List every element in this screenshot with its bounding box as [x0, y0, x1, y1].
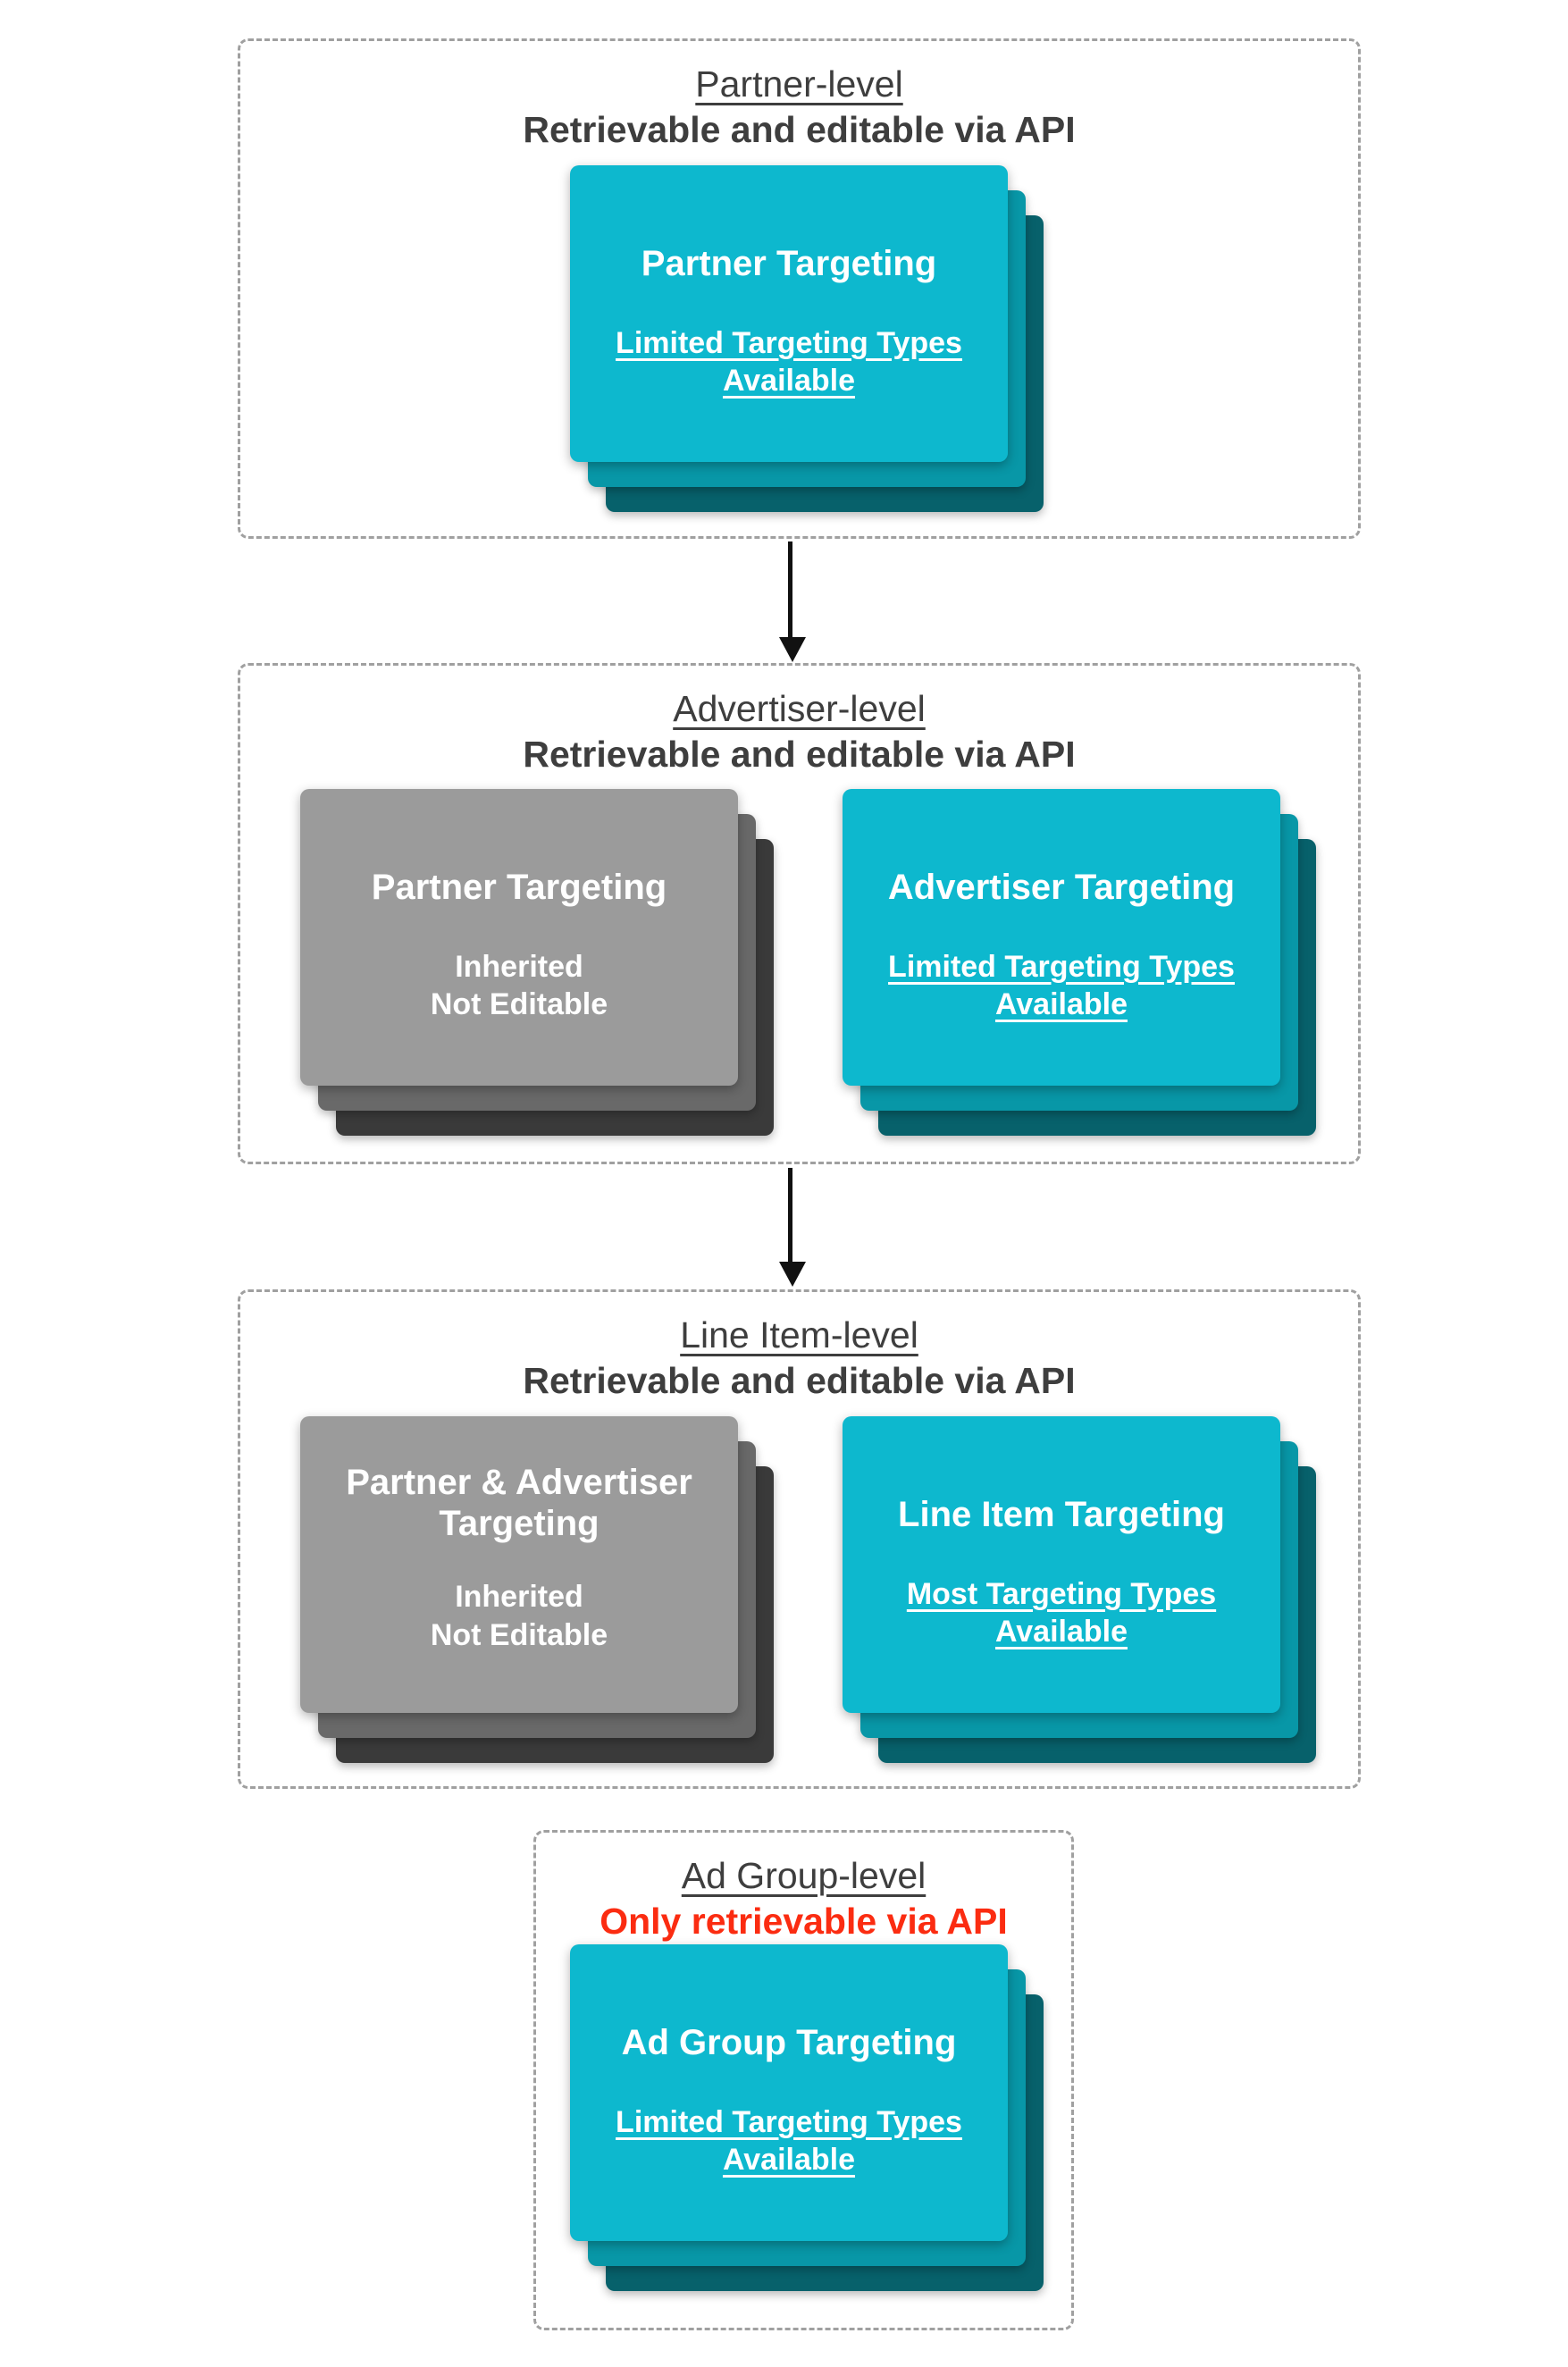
card-partner-targeting: Partner Targeting Limited Targeting Type… — [570, 165, 1044, 512]
card-front: Partner Targeting Inherited Not Editable — [300, 789, 738, 1086]
card-subtitle-line: Available — [994, 1615, 1128, 1649]
card-subtitle: Inherited Not Editable — [300, 948, 738, 1025]
card-advertiser-targeting: Advertiser Targeting Limited Targeting T… — [843, 789, 1316, 1136]
card-title-line: Partner Targeting — [371, 868, 667, 907]
card-subtitle-line: Available — [722, 364, 856, 399]
card-subtitle-line: Available — [722, 2143, 856, 2178]
section-partner-level: Partner-level Retrievable and editable v… — [238, 38, 1361, 539]
section-subtitle: Retrievable and editable via API — [523, 109, 1076, 151]
card-subtitle-line: Limited Targeting Types — [616, 2104, 962, 2139]
section-subtitle: Retrievable and editable via API — [523, 1360, 1076, 1402]
section-title: Partner-level — [695, 63, 903, 105]
card-subtitle-line: Available — [994, 987, 1128, 1022]
card-front: Advertiser Targeting Limited Targeting T… — [843, 789, 1280, 1086]
card-title-line: Advertiser Targeting — [887, 868, 1236, 907]
section-line-item-level: Line Item-level Retrievable and editable… — [238, 1289, 1361, 1789]
section-subtitle: Retrievable and editable via API — [523, 734, 1076, 776]
down-arrow-head-icon — [779, 637, 806, 662]
card-title: Partner Targeting — [300, 789, 738, 909]
card-title-line: Line Item Targeting — [898, 1495, 1225, 1534]
card-title: Partner & Advertiser Targeting — [300, 1416, 738, 1544]
card-front: Ad Group Targeting Limited Targeting Typ… — [570, 1944, 1008, 2241]
card-inherited-partner-targeting: Partner Targeting Inherited Not Editable — [300, 789, 774, 1136]
section-ad-group-level: Ad Group-level Only retrievable via API … — [533, 1830, 1074, 2330]
card-subtitle-line: Inherited — [455, 949, 583, 984]
card-subtitle-line: Most Targeting Types — [906, 1576, 1217, 1611]
card-line-item-targeting: Line Item Targeting Most Targeting Types… — [843, 1416, 1316, 1763]
card-subtitle: Limited Targeting Types Available — [570, 2103, 1008, 2180]
card-subtitle-line: Not Editable — [430, 1618, 608, 1653]
card-front: Partner Targeting Limited Targeting Type… — [570, 165, 1008, 462]
card-title-line: Targeting — [439, 1503, 600, 1543]
card-subtitle-line: Limited Targeting Types — [888, 949, 1235, 984]
card-subtitle-line: Not Editable — [430, 987, 608, 1022]
down-arrow-head-icon — [779, 1262, 806, 1287]
card-subtitle: Inherited Not Editable — [300, 1578, 738, 1655]
card-ad-group-targeting: Ad Group Targeting Limited Targeting Typ… — [570, 1944, 1044, 2291]
card-subtitle-line: Limited Targeting Types — [616, 325, 962, 360]
section-title: Ad Group-level — [681, 1855, 927, 1896]
card-title-line: Partner & Advertiser — [346, 1463, 692, 1502]
section-title: Line Item-level — [680, 1314, 918, 1356]
card-title: Advertiser Targeting — [843, 789, 1280, 909]
card-subtitle: Limited Targeting Types Available — [570, 324, 1008, 401]
down-arrow-icon — [788, 541, 792, 638]
card-front: Line Item Targeting Most Targeting Types… — [843, 1416, 1280, 1713]
section-title: Advertiser-level — [673, 688, 926, 729]
card-title-line: Ad Group Targeting — [621, 2023, 957, 2062]
card-subtitle: Most Targeting Types Available — [843, 1575, 1280, 1652]
card-title: Partner Targeting — [570, 165, 1008, 285]
card-subtitle: Limited Targeting Types Available — [843, 948, 1280, 1025]
card-subtitle-line: Inherited — [455, 1580, 583, 1615]
down-arrow-icon — [788, 1168, 792, 1263]
card-inherited-partner-advertiser-targeting: Partner & Advertiser Targeting Inherited… — [300, 1416, 774, 1763]
card-title-line: Partner Targeting — [641, 244, 937, 283]
section-subtitle-warning: Only retrievable via API — [600, 1901, 1008, 1943]
card-title: Ad Group Targeting — [570, 1944, 1008, 2064]
card-front: Partner & Advertiser Targeting Inherited… — [300, 1416, 738, 1713]
section-advertiser-level: Advertiser-level Retrievable and editabl… — [238, 663, 1361, 1164]
card-title: Line Item Targeting — [843, 1416, 1280, 1536]
